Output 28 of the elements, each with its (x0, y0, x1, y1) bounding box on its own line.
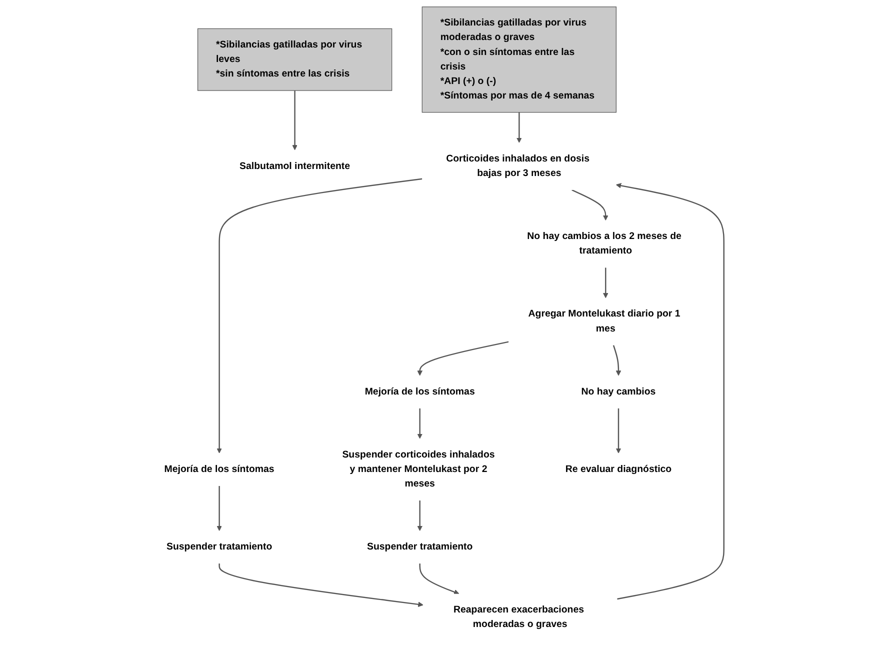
node-text: Reaparecen exacerbaciones moderadas o graves (454, 604, 584, 630)
node-text: Suspender corticoides inhalados y mantener Montelukast por 2 meses (342, 450, 495, 489)
node-text: Agregar Montelukast diario por 1 mes (528, 308, 680, 334)
arrow (216, 486, 222, 532)
arrow (419, 564, 460, 595)
arrow (612, 345, 622, 376)
node-text: No hay cambios a los 2 meses de tratamiento (527, 231, 682, 256)
node-text: Mejoría de los síntomas (164, 464, 274, 474)
arrow (417, 341, 509, 376)
node-text: Mejoría de los síntomas (364, 386, 475, 397)
arrow (602, 268, 608, 298)
arrow (572, 189, 608, 221)
node-text: Salbutamol intermitente (240, 160, 350, 172)
arrow (216, 178, 422, 454)
arrow (516, 112, 522, 143)
node-box: *Sibilancias gatilladas por virus moderadas o graves *con o sin síntomas entre las crisis *API (+) o (-) *Síntomas por mas de 4 semanas (422, 6, 616, 113)
node-text: Suspender tratamiento (367, 542, 473, 552)
arrow (616, 183, 724, 600)
arrow (417, 500, 422, 532)
node-text: Re evaluar diagnóstico (565, 464, 672, 474)
arrow (218, 564, 424, 607)
arrow (292, 90, 298, 150)
arrow (616, 408, 622, 454)
node-text: No hay cambios (581, 386, 656, 397)
node-text: Corticoides inhalados en dosis bajas por 3 meses (446, 154, 590, 178)
node-text: Suspender tratamiento (166, 542, 272, 552)
node-box: *Sibilancias gatilladas por virus leves *sin síntomas entre las crisis (197, 28, 392, 91)
arrow (417, 408, 422, 439)
